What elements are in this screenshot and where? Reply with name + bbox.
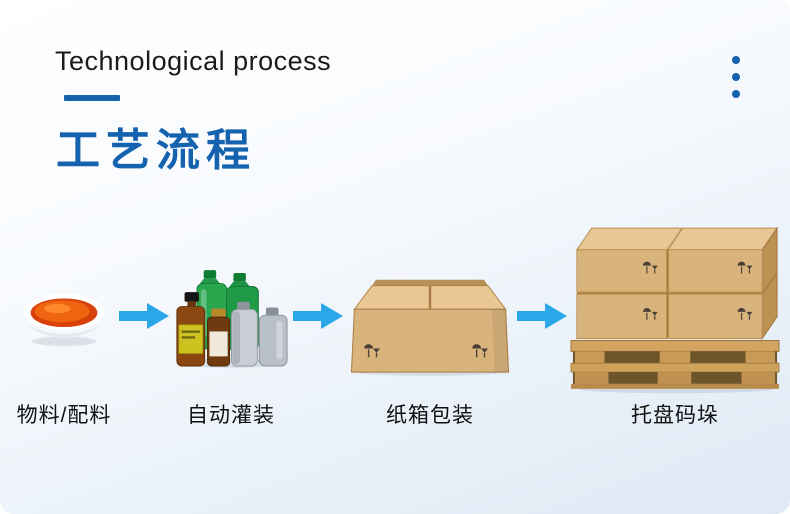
pallet-stack-illustration (569, 218, 781, 394)
step-label-materials: 物料/配料 (16, 404, 112, 427)
flow-arrow-icon (293, 300, 343, 332)
materials-bowl-illustration (16, 287, 112, 348)
step-materials: 物料/配料 (10, 287, 118, 428)
step-pallet: 托盘码垛 (568, 218, 782, 428)
dot (732, 56, 740, 64)
flow-arrow-icon (517, 300, 567, 332)
step-label-carton: 纸箱包装 (386, 404, 474, 427)
dot (732, 73, 740, 81)
step-carton: 纸箱包装 (344, 266, 516, 428)
step-label-palletizing: 托盘码垛 (631, 404, 719, 427)
bottles-illustration (174, 270, 289, 368)
flow-arrow-icon (119, 300, 169, 332)
vertical-ellipsis-icon (732, 56, 740, 98)
page-title-en: Technological process (55, 46, 332, 76)
step-filling: 自动灌装 (170, 270, 292, 428)
process-flow: 物料/配料 (10, 218, 786, 428)
step-label-filling: 自动灌装 (187, 404, 275, 427)
carton-box-illustration (346, 266, 514, 376)
dot (732, 90, 740, 98)
title-underline (64, 95, 120, 101)
page-title-zh: 工艺流程 (56, 126, 256, 175)
